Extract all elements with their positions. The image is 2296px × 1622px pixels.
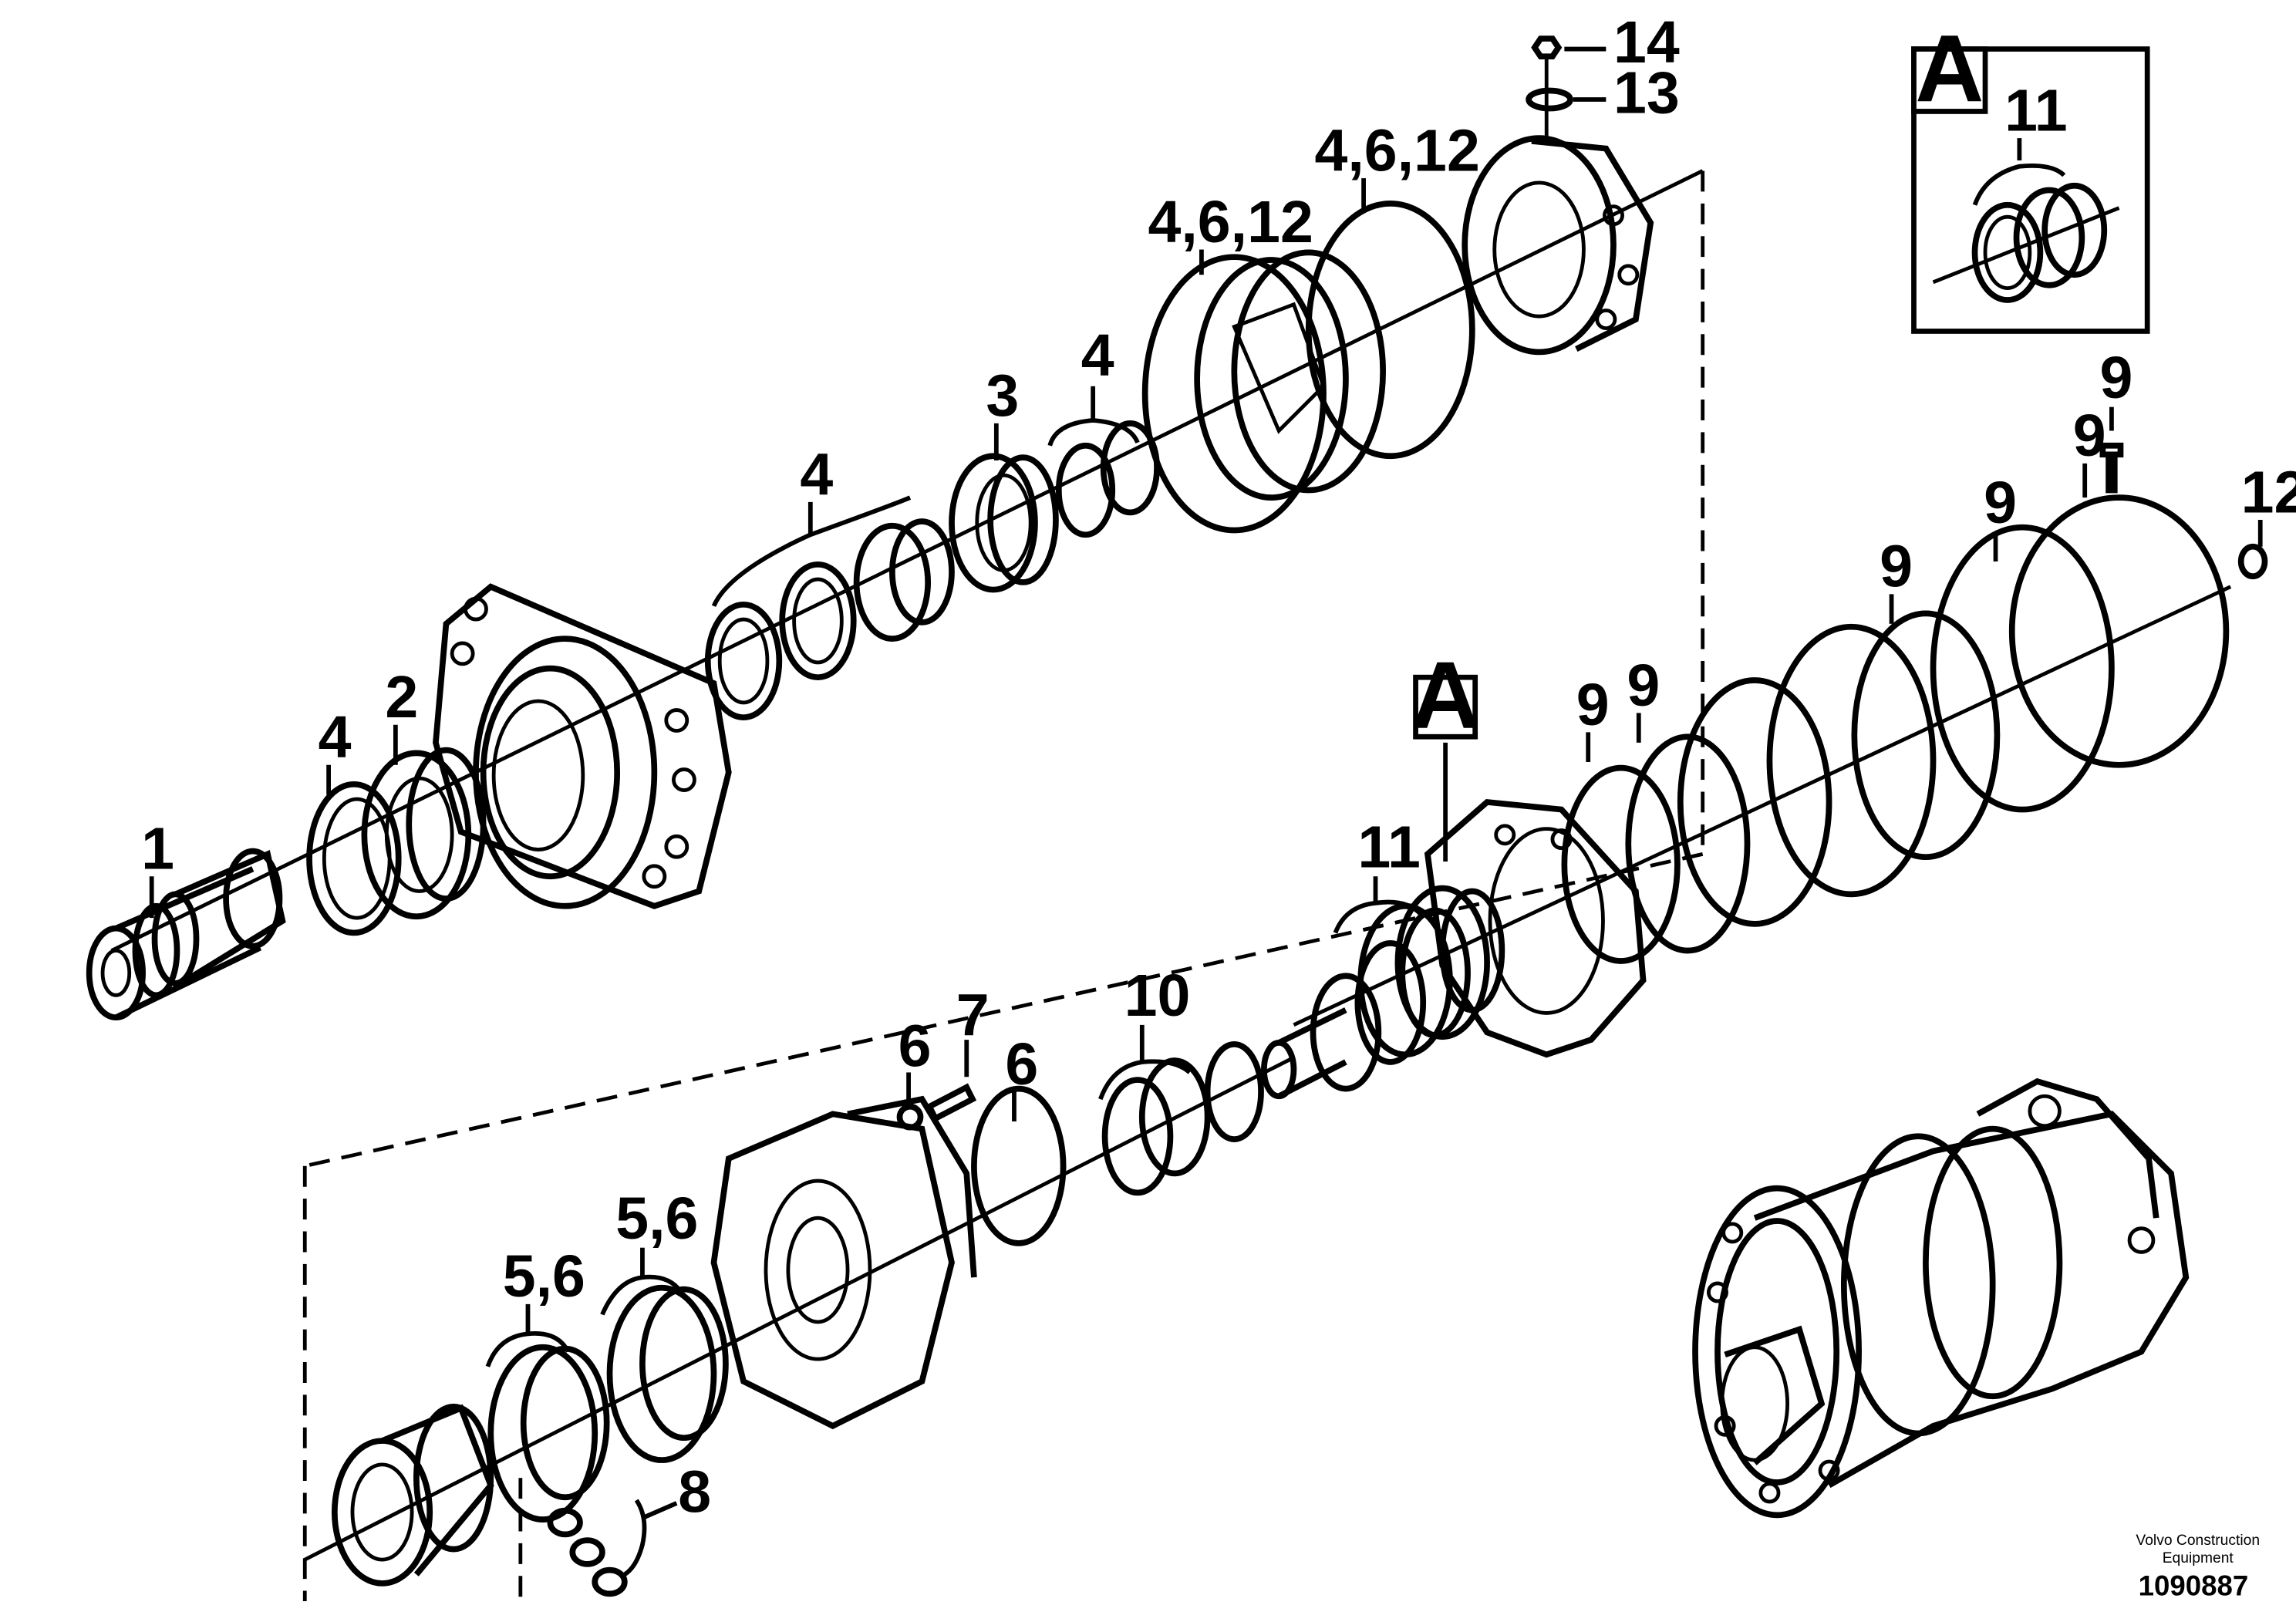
assembled-motor-view [1692,1077,2190,1519]
callout-3: 3 [986,363,1019,429]
callout-11-detail: 11 [2004,78,2068,144]
callout-5-6-left: 5,6 [503,1243,585,1310]
callout-2: 2 [385,664,418,730]
part-springs-8 [547,1507,628,1597]
part-seal-pair-5-6-right [606,1284,729,1463]
part-plug-14 [1531,35,1563,141]
callout-4-6-12-top: 4,6,12 [1314,118,1479,184]
part-housing-flange [433,583,732,909]
callout-9-mid: 9 [1627,653,1660,719]
part-o-ring-6 [971,1085,1067,1246]
callout-11-middle: 11 [1357,814,1421,881]
part-screw-7 [925,1083,977,1123]
callout-numbers: 14 13 4,6,12 4,6,12 4 3 4 2 4 1 9 9 9 9 … [141,9,2296,1526]
part-bearing-3 [949,453,1059,593]
callout-10: 10 [1124,963,1191,1029]
part-piston-assembly [331,1403,494,1587]
callout-4-left: 4 [319,704,352,771]
part-seal-pair-5-6-left [487,1344,610,1523]
part-ring-group-9 [1561,494,2230,964]
callout-6-ring: 6 [1005,1031,1038,1098]
part-plug-12 [2237,543,2268,580]
detail-view-a: A 11 [1911,15,2150,334]
drawing-number: 1090887 [2139,1570,2249,1601]
part-large-o-rings [1141,200,1475,534]
callout-13: 13 [1613,59,1680,126]
part-small-o-ring-13 [1526,87,1573,112]
upper-axis-line [110,169,1704,953]
callout-9-pin: 9 [2073,403,2106,469]
callout-7: 7 [956,982,990,1048]
detail-view-letter: A [1915,15,1984,122]
callout-1: 1 [141,816,174,882]
section-marker-letter: A [1411,642,1480,749]
footer: Volvo Construction Equipment 1090887 [2136,1533,2260,1601]
callout-9-top: 9 [2099,345,2132,411]
part-ring-housing [1194,249,1386,501]
callout-8: 8 [678,1459,711,1526]
part-output-shaft [86,848,286,1021]
callout-6-small: 6 [899,1013,932,1080]
callout-14: 14 [1613,9,1680,76]
part-end-cover [1462,135,1654,356]
callout-9-snap: 9 [1880,534,1913,600]
callout-9-low: 9 [1576,672,1610,738]
callout-9-ring: 9 [1984,470,2017,536]
callout-leaders [149,46,2263,1576]
company-name-line1: Volvo Construction [2136,1533,2260,1549]
middle-axis-line [1293,585,2232,1027]
section-marker-a: A [1411,642,1480,749]
callout-4-middle: 4 [800,441,833,508]
part-spline-shaft [1261,888,1505,1100]
part-seal-group-4 [704,518,955,721]
callout-12: 12 [2241,459,2296,525]
part-small-seal-6 [896,1103,924,1131]
part-pin-9 [2099,442,2124,494]
part-valve-housing [710,1095,977,1430]
callout-4-upper: 4 [1081,322,1114,389]
company-name-line2: Equipment [2163,1550,2234,1566]
part-seal-pair-10 [1101,1041,1264,1196]
callout-5-6-right: 5,6 [615,1185,698,1252]
callout-4-6-12-left: 4,6,12 [1148,189,1313,255]
part-seal-left [306,781,402,936]
